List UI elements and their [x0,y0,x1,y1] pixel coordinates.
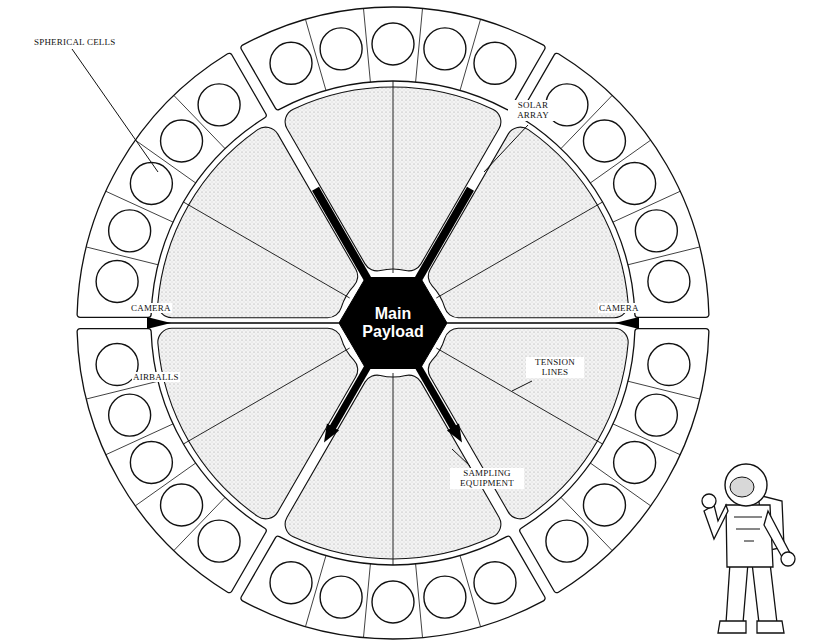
balloon-group [77,7,709,639]
sampling-head [324,423,339,442]
spherical-cell [109,394,151,436]
leader-line [512,381,532,391]
spherical-cell [109,210,151,252]
spherical-cell [372,581,414,623]
part-label: TENSION LINES [526,357,584,378]
tension-line [183,202,349,298]
hexagon-outline [339,277,447,369]
spherical-cell [648,344,690,386]
sampling-boom [418,366,454,428]
spherical-cell [96,260,138,302]
astronaut-arm [764,511,790,557]
camera-boom [443,322,625,324]
leader-line [484,125,528,172]
part-label: CAMERA [598,303,640,313]
astronaut-arm [704,505,728,539]
tension-line [436,348,602,444]
spherical-cell [546,520,588,562]
camera-symbol [147,317,171,329]
sampling-boom [332,366,368,428]
cell-segment [520,329,709,593]
spherical-cell [270,562,312,604]
tension-line [436,202,602,298]
camera-boom [161,322,343,324]
spherical-cell [583,120,625,162]
payload-hexagon: Main Payload [339,277,447,369]
astronaut-detail [734,517,762,541]
spherical-cell [424,28,466,70]
tension-line [393,81,394,273]
cell-divider [416,8,423,82]
spherical-cell [474,562,516,604]
part-label: CAMERA [130,303,172,313]
tension-line [393,373,394,565]
solar-boom [418,189,471,280]
astronaut-boot [718,621,746,633]
spherical-cell [635,210,677,252]
payload-label: Main Payload [357,305,429,340]
spherical-cell [270,42,312,84]
camera-symbol [615,317,639,329]
spherical-cell [198,84,240,126]
astronaut-torso [726,505,773,567]
leader-line [72,49,158,172]
spherical-cell [130,442,172,484]
leader-line [452,449,470,466]
astronaut-boot [757,621,784,633]
part-label: SPHERICAL CELLS [33,37,116,47]
part-label: AIRBALLS [132,372,180,382]
part-label: SAMPLING EQUIPMENT [450,468,524,489]
cell-divider [363,8,370,82]
spherical-cell [130,163,172,205]
spherical-cell [474,42,516,84]
astronaut-glove [781,552,795,566]
spherical-cell [198,520,240,562]
cell-segment [77,53,266,317]
cell-divider [363,564,370,638]
astronaut-figure [702,464,795,633]
astronaut-glove [702,494,716,508]
spherical-cell [648,260,690,302]
spherical-cell [614,442,656,484]
spherical-cell [614,163,656,205]
tension-line [183,348,349,444]
spherical-cell [635,394,677,436]
part-label: SOLAR ARRAY [508,100,558,121]
spherical-cell [320,28,362,70]
astronaut-leg [726,563,748,623]
spherical-cell [161,484,203,526]
sampling-head [447,423,462,442]
astronaut-leg [752,563,777,623]
astronaut-helmet [725,464,767,506]
astronaut-visor [730,477,754,497]
cell-divider [416,564,423,638]
cell-segment [520,53,709,317]
spherical-cell [320,576,362,618]
spherical-cell [161,120,203,162]
cell-segment [77,329,266,593]
solar-boom [316,189,369,280]
spherical-cell [372,23,414,65]
spherical-cell [424,576,466,618]
spherical-cell [583,484,625,526]
